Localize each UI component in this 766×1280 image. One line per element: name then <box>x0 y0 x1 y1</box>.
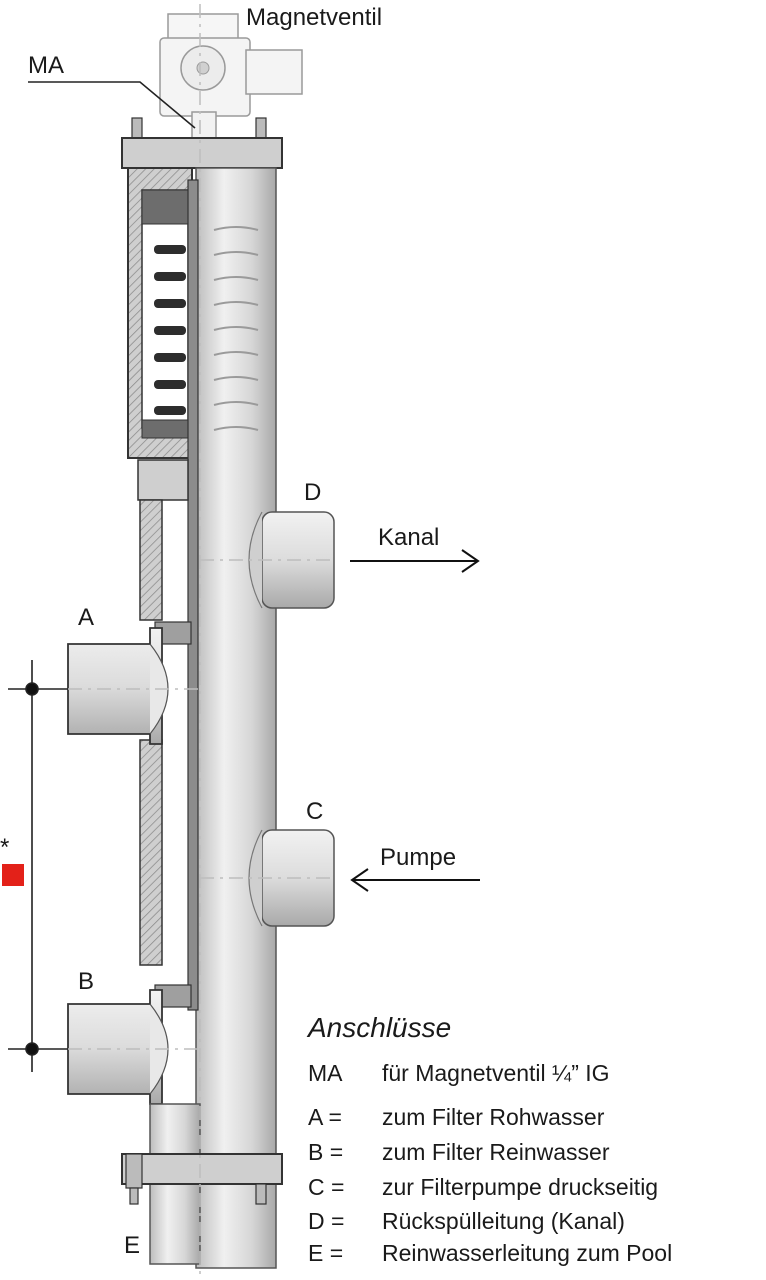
legend-text: zum Filter Reinwasser <box>382 1139 610 1165</box>
arrow-pumpe <box>350 868 480 892</box>
arrow-kanal <box>350 549 480 573</box>
legend-text: Rückspülleitung (Kanal) <box>382 1208 625 1234</box>
legend-title: Anschlüsse <box>308 1012 452 1043</box>
lower-flange <box>121 1153 283 1185</box>
label-c: C <box>306 798 324 825</box>
legend-key: D = <box>308 1208 345 1234</box>
label-pumpe: Pumpe <box>380 844 457 871</box>
legend-key: C = <box>308 1174 345 1200</box>
ma-leader-line <box>28 81 196 129</box>
label-asterisk: * <box>0 834 10 861</box>
legend-key: B = <box>308 1139 344 1165</box>
legend-key: E = <box>308 1240 344 1266</box>
main-pipe <box>195 167 277 1269</box>
label-kanal: Kanal <box>378 524 440 551</box>
legend-text: Reinwasserleitung zum Pool <box>382 1240 673 1266</box>
legend-row-ma: MA für Magnetventil ¼” IG <box>308 1062 610 1085</box>
label-e: E <box>124 1232 141 1259</box>
legend-text: zur Filterpumpe druckseitig <box>382 1174 659 1200</box>
label-magnetventil: Magnetventil <box>246 4 383 31</box>
label-b: B <box>78 968 95 995</box>
port-a <box>67 627 169 745</box>
legend-row-c: C = zur Filterpumpe druckseitig <box>308 1176 658 1199</box>
label-a: A <box>78 604 95 631</box>
spring-exterior <box>213 226 259 431</box>
label-d: D <box>304 479 322 506</box>
legend-key: MA <box>308 1060 343 1086</box>
top-flange <box>121 137 283 169</box>
legend-row-b: B = zum Filter Reinwasser <box>308 1141 610 1164</box>
lower-bolts <box>125 1153 267 1205</box>
spring-coils <box>154 245 186 415</box>
red-marker <box>2 864 24 886</box>
legend-text: zum Filter Rohwasser <box>382 1104 605 1130</box>
legend-key: A = <box>308 1104 342 1130</box>
magnet-valve-head <box>159 13 303 139</box>
center-lines <box>68 4 334 1278</box>
legend-row-d: D = Rückspülleitung (Kanal) <box>308 1210 625 1233</box>
central-rod <box>187 179 199 1011</box>
lower-body-wall <box>137 459 192 1008</box>
legend-text: für Magnetventil ¼” IG <box>382 1060 610 1086</box>
legend-row-a: A = zum Filter Rohwasser <box>308 1106 604 1129</box>
port-b <box>67 989 169 1105</box>
dimension-a-b <box>8 660 68 1072</box>
legend-row-e: E = Reinwasserleitung zum Pool <box>308 1242 672 1265</box>
label-ma: MA <box>28 52 64 79</box>
